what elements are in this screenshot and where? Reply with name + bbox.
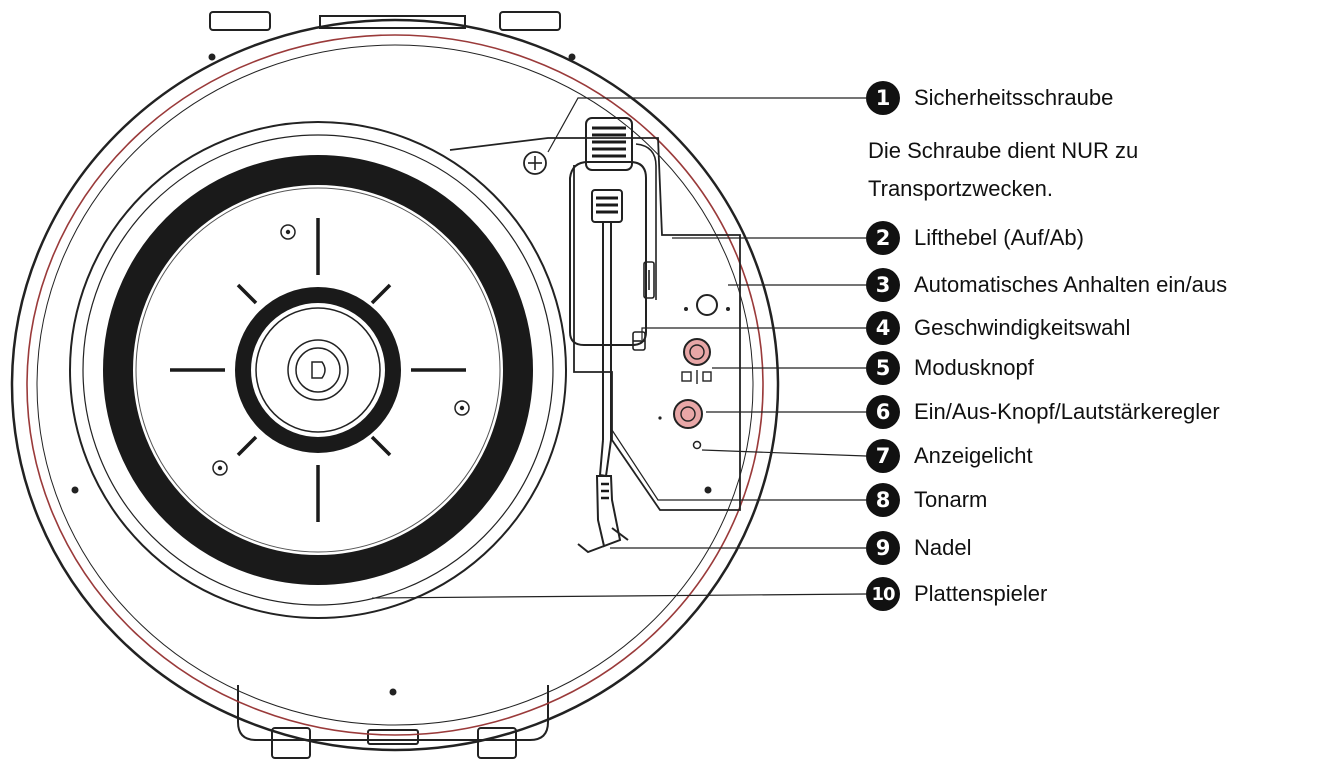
auto-stop-switch — [684, 294, 730, 316]
callout-number: 10 — [866, 577, 900, 611]
leader-lines — [371, 97, 867, 599]
indicator-light — [692, 440, 702, 450]
callout-label: Nadel — [914, 535, 972, 560]
callout-label: Ein/Aus-Knopf/Lautstärkeregler — [914, 399, 1220, 424]
callout-label: Sicherheitsschraube — [914, 85, 1114, 110]
case-screws — [71, 53, 712, 696]
callout-label: Lifthebel (Auf/Ab) — [914, 225, 1084, 250]
callout-3: 3 Automatisches Anhalten ein/aus — [866, 265, 1227, 305]
callout-number: 2 — [866, 221, 900, 255]
callout-label: Geschwindigkeitswahl — [914, 315, 1131, 340]
callout-2: 2 Lifthebel (Auf/Ab) — [866, 218, 1084, 258]
tonearm-base — [569, 117, 657, 346]
lift-lever — [643, 261, 655, 299]
callout-number: 8 — [866, 483, 900, 517]
callout-number: 1 — [866, 81, 900, 115]
callout-5: 5 Modusknopf — [866, 348, 1034, 388]
callout-number: 4 — [866, 311, 900, 345]
power-volume-knob — [658, 399, 703, 429]
transport-note: Die Schraube dient NUR zu Transportzweck… — [868, 132, 1138, 208]
callout-number: 7 — [866, 439, 900, 473]
control-panel — [449, 137, 741, 511]
callout-label: Automatisches Anhalten ein/aus — [914, 272, 1228, 297]
safety-screw — [523, 151, 547, 175]
platter — [69, 121, 567, 619]
base-stand — [237, 685, 549, 759]
callout-8: 8 Tonarm — [866, 480, 987, 520]
speed-selector — [632, 331, 646, 351]
callout-label: Anzeigelicht — [914, 443, 1033, 468]
hinges — [209, 11, 561, 31]
callout-number: 5 — [866, 351, 900, 385]
note-line-1: Die Schraube dient NUR zu — [868, 138, 1139, 163]
needle — [577, 475, 629, 554]
callout-10: 10 Plattenspieler — [866, 574, 1047, 614]
callout-4: 4 Geschwindigkeitswahl — [866, 308, 1130, 348]
callout-9: 9 Nadel — [866, 528, 971, 568]
callout-number: 3 — [866, 268, 900, 302]
callout-number: 6 — [866, 395, 900, 429]
callout-7: 7 Anzeigelicht — [866, 436, 1033, 476]
case — [10, 18, 780, 752]
mode-knob — [681, 338, 712, 384]
callout-number: 9 — [866, 531, 900, 565]
tonearm — [598, 222, 612, 478]
callout-label: Plattenspieler — [914, 581, 1048, 606]
callout-label: Modusknopf — [914, 355, 1034, 380]
callout-label: Tonarm — [914, 487, 988, 512]
note-line-2: Transportzwecken. — [868, 176, 1054, 201]
callout-6: 6 Ein/Aus-Knopf/Lautstärkeregler — [866, 392, 1220, 432]
callout-1: 1 Sicherheitsschraube — [866, 78, 1113, 118]
